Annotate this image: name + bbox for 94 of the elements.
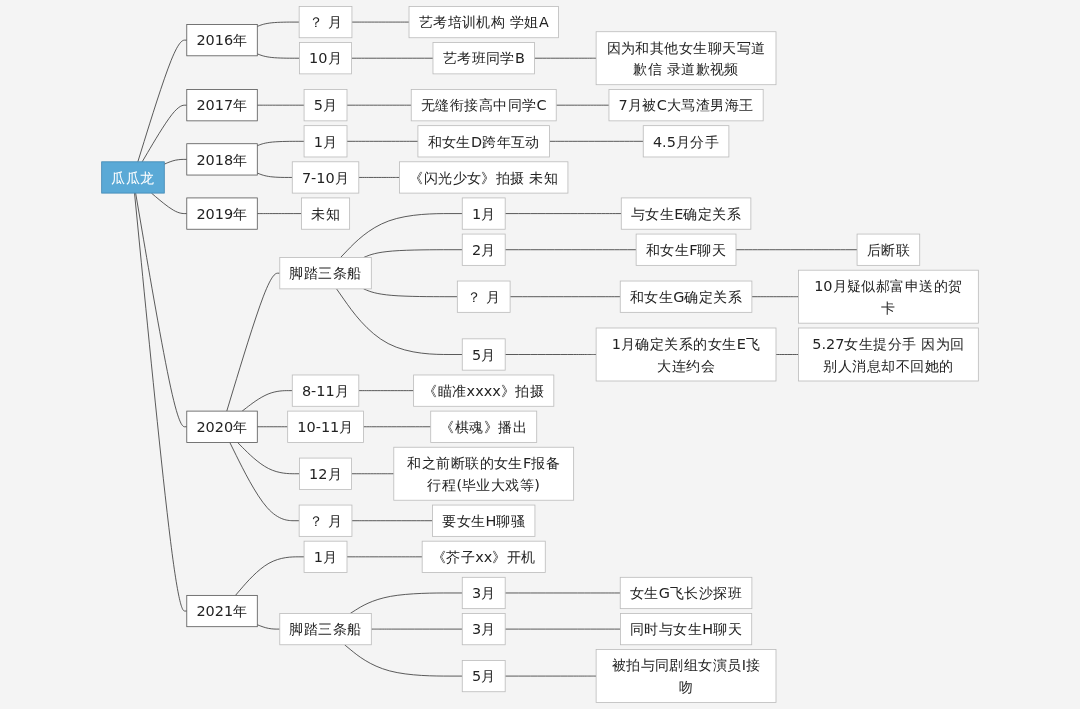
connector <box>358 390 414 392</box>
connector <box>340 213 463 258</box>
connector <box>504 249 637 251</box>
node-box: 《芥子xx》开机 <box>421 540 546 573</box>
node-box: 1月 <box>461 197 506 230</box>
connector <box>346 556 423 558</box>
node-box: 被拍与同剧组女演员I接吻 <box>595 649 777 703</box>
connector <box>351 520 433 522</box>
connector <box>256 426 289 428</box>
connector <box>135 192 188 428</box>
node-box: 7月被C大骂渣男海王 <box>608 89 764 122</box>
node-box: 10月疑似郝富申送的贺卡 <box>798 269 979 324</box>
connector <box>141 104 188 163</box>
connector <box>363 288 458 298</box>
connector <box>504 354 597 355</box>
node-box: 2019年 <box>186 197 258 230</box>
connector <box>256 140 305 147</box>
node-box: 1月 <box>303 125 348 158</box>
node-box: ？ 月 <box>298 6 353 39</box>
connector <box>555 104 610 106</box>
node-box: 因为和其他女生聊天写道歉信 录道歉视频 <box>595 31 777 86</box>
connector <box>363 426 432 428</box>
node-box: 要女生H聊骚 <box>432 504 536 537</box>
connector <box>349 592 463 614</box>
connector <box>256 172 293 178</box>
node-box: 1月 <box>303 540 348 573</box>
connector <box>134 192 188 612</box>
connector <box>549 140 644 142</box>
node-box: ？ 月 <box>298 504 353 537</box>
node-box: 1月确定关系的女生E飞大连约会 <box>595 327 777 382</box>
connector <box>351 57 434 59</box>
connector <box>256 53 300 59</box>
node-box: 5月 <box>303 89 348 122</box>
node-box: 和女生G确定关系 <box>619 280 753 313</box>
node-box: 5月 <box>461 338 506 371</box>
connector <box>351 473 395 475</box>
node-box: 脚踏三条船 <box>279 613 372 646</box>
node-box: 无缝衔接高中同学C <box>410 89 557 122</box>
node-box: 5月 <box>461 660 506 693</box>
node-box: 《棋魂》播出 <box>430 410 538 443</box>
connector <box>534 57 597 59</box>
connector <box>751 296 799 298</box>
node-box: 5.27女生提分手 因为回别人消息却不回她的 <box>798 327 979 382</box>
connector <box>226 272 281 412</box>
node-box: 脚踏三条船 <box>279 257 372 290</box>
connector <box>256 21 300 27</box>
node-box: 2018年 <box>186 143 258 176</box>
node-box: 同时与女生H聊天 <box>620 613 753 646</box>
connector <box>163 159 188 165</box>
node-box: 未知 <box>301 197 351 230</box>
node-box: 8-11月 <box>291 374 360 407</box>
node-box: 2021年 <box>186 595 258 628</box>
node-box: ？ 月 <box>456 280 511 313</box>
node-box: 2020年 <box>186 410 258 443</box>
connector <box>235 556 305 596</box>
connector <box>509 296 621 298</box>
connector <box>735 249 858 251</box>
node-box: 4.5月分手 <box>642 125 730 158</box>
node-box: 与女生E确定关系 <box>620 197 752 230</box>
connector <box>229 442 300 522</box>
node-box: 艺考班同学B <box>432 42 535 75</box>
node-box: 10-11月 <box>287 410 364 443</box>
connector <box>256 624 281 630</box>
connector <box>344 644 463 677</box>
connector <box>137 39 188 163</box>
node-box: 和之前断联的女生F报备行程(毕业大戏等) <box>393 446 575 501</box>
connector <box>256 213 302 214</box>
connector <box>237 442 300 475</box>
connector <box>775 354 799 355</box>
node-box: 2017年 <box>186 89 258 122</box>
connector <box>241 390 293 412</box>
node-box: 女生G飞长沙探班 <box>619 576 753 610</box>
connector <box>363 249 463 258</box>
node-box: 艺考培训机构 学姐A <box>408 6 559 39</box>
node-box: 12月 <box>299 457 352 490</box>
node-box: 《瞄准xxxx》拍摄 <box>413 374 555 407</box>
node-box: 3月 <box>461 613 506 646</box>
node-box: 10月 <box>299 42 352 75</box>
connector <box>346 140 419 142</box>
connector <box>336 288 463 355</box>
connector <box>151 192 188 214</box>
connector <box>256 104 305 106</box>
connector <box>504 213 622 214</box>
node-box: 和女生F聊天 <box>635 233 737 266</box>
node-box: 7-10月 <box>291 161 360 194</box>
connector <box>346 104 412 106</box>
connector <box>358 177 400 178</box>
node-box: 2月 <box>461 233 506 266</box>
node-box: 《闪光少女》拍摄 未知 <box>399 161 569 194</box>
node-box: 2016年 <box>186 24 258 57</box>
node-box: 后断联 <box>856 233 921 266</box>
node-box: 和女生D跨年互动 <box>417 125 550 158</box>
node-box: 3月 <box>461 576 506 610</box>
node-box: 瓜瓜龙 <box>101 161 165 194</box>
